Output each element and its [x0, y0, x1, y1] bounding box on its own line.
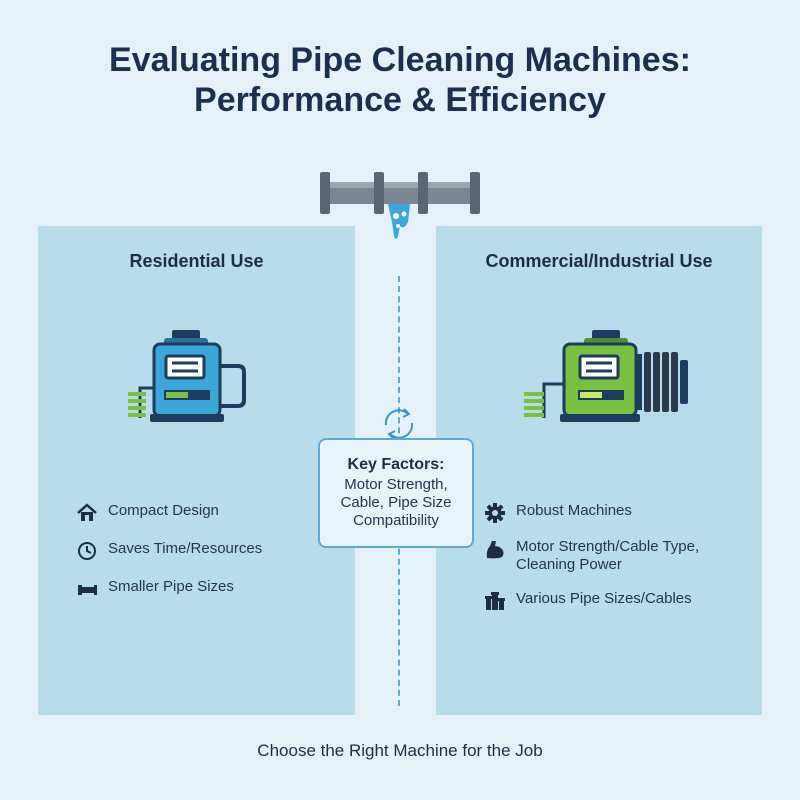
- refresh-cycle-icon: [384, 408, 414, 440]
- house-icon: [77, 503, 97, 521]
- gear-icon: [485, 503, 505, 523]
- flexed-arm-icon: [486, 541, 504, 559]
- dripping-pipe-icon: [320, 172, 480, 239]
- feature-robust-machines: Robust Machines: [484, 502, 632, 524]
- residential-machine-icon: [128, 330, 246, 422]
- feature-label: Compact Design: [108, 502, 219, 519]
- pipes-bundle-icon: [485, 592, 505, 610]
- residential-panel: Residential Use Compact Design Saves Tim…: [38, 226, 355, 715]
- feature-compact-design: Compact Design: [76, 502, 219, 524]
- feature-various-pipe-sizes: Various Pipe Sizes/Cables: [484, 590, 692, 612]
- commercial-heading: Commercial/Industrial Use: [485, 251, 713, 271]
- page-title: Evaluating Pipe Cleaning Machines: Perfo…: [0, 40, 800, 120]
- pipe-icon: [78, 585, 97, 595]
- feature-label: Robust Machines: [516, 502, 632, 519]
- title-line-1: Evaluating Pipe Cleaning Machines:: [109, 41, 691, 79]
- title-line-2: Performance & Efficiency: [194, 81, 606, 119]
- residential-heading: Residential Use: [129, 251, 264, 271]
- clock-icon: [78, 542, 96, 560]
- feature-smaller-pipe: Smaller Pipe Sizes: [76, 578, 234, 600]
- key-factors-box: Key Factors: Motor Strength, Cable, Pipe…: [318, 438, 474, 548]
- commercial-panel: Commercial/Industrial Use: [436, 226, 762, 715]
- feature-label: Saves Time/Resources: [108, 540, 263, 557]
- feature-label: Motor Strength/Cable Type, Cleaning Powe…: [516, 538, 700, 573]
- feature-motor-strength: Motor Strength/Cable Type, Cleaning Powe…: [484, 538, 699, 574]
- feature-label: Various Pipe Sizes/Cables: [516, 590, 692, 607]
- feature-label: Smaller Pipe Sizes: [108, 578, 234, 595]
- commercial-machine-icon: [524, 330, 688, 422]
- key-factors-body: Motor Strength, Cable, Pipe Size Compati…: [340, 476, 452, 529]
- feature-saves-time: Saves Time/Resources: [76, 540, 262, 562]
- footer-caption: Choose the Right Machine for the Job: [257, 741, 543, 760]
- key-factors-heading: Key Factors:: [347, 456, 445, 473]
